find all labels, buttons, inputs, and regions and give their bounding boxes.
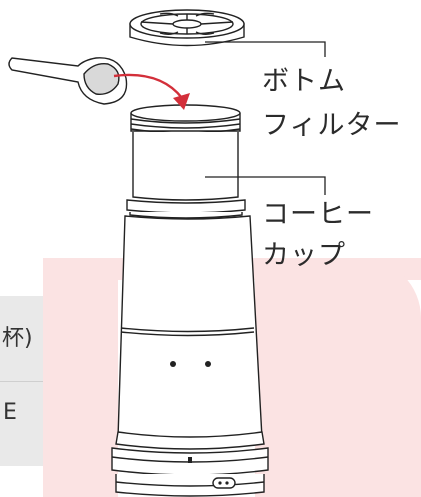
bottom-filter — [129, 9, 245, 47]
background-shape-left — [43, 258, 118, 497]
pour-arrow — [113, 73, 190, 110]
measuring-scoop — [8, 57, 128, 105]
coffee-cup-leader-line — [205, 176, 326, 195]
cup-base — [111, 431, 269, 497]
coffee-cup-label-line2: カップ — [262, 240, 346, 271]
coffee-cup-label-line1: コーヒー — [262, 199, 374, 230]
coffee-cup — [117, 132, 263, 443]
bottom-filter-leader-line — [205, 41, 326, 57]
edge-text-row1: 杯) — [2, 326, 33, 351]
bottom-filter-label-line2: フィルター — [262, 110, 402, 141]
edge-text-row2: E — [3, 400, 17, 425]
background-shape-right — [255, 258, 421, 497]
bottom-filter-label-line1: ボトム — [262, 66, 346, 97]
cup-top-thread — [130, 104, 241, 134]
panel-divider — [0, 381, 43, 382]
